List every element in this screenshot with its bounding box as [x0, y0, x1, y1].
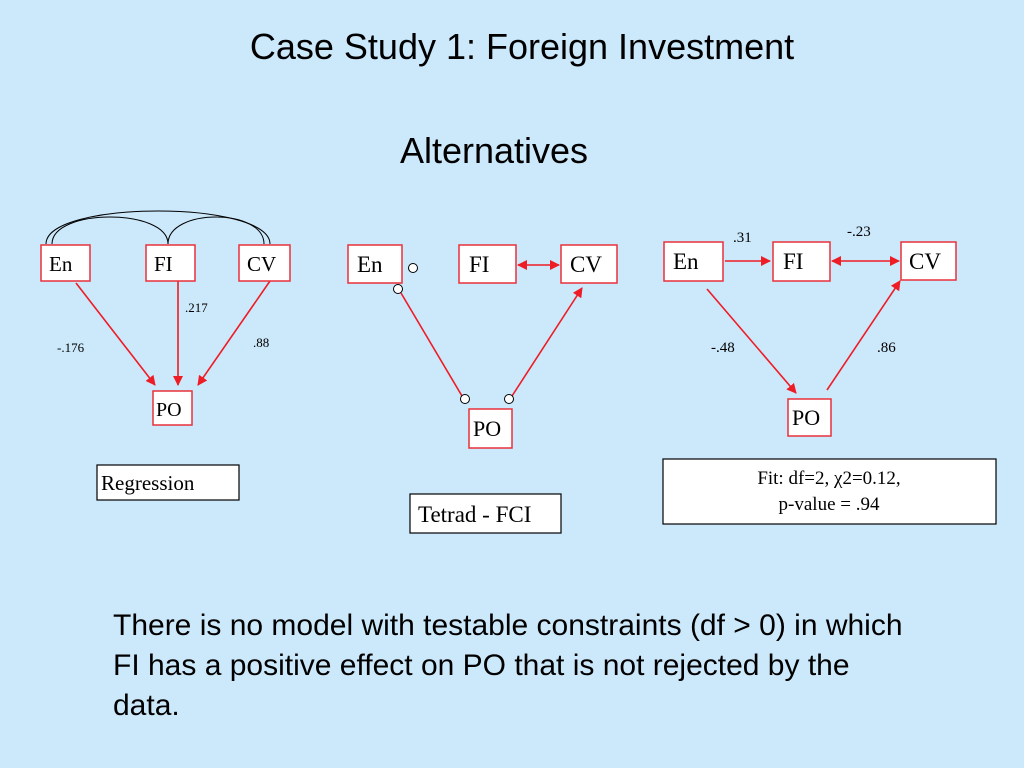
node-en: En — [663, 241, 724, 282]
node-fi: FI — [458, 244, 517, 284]
coef-fi-po: .217 — [185, 300, 208, 315]
node-cv: CV — [238, 244, 291, 282]
node-label: PO — [473, 416, 501, 441]
node-po: PO — [468, 408, 513, 449]
en-po-edge — [706, 288, 797, 394]
node-label: PO — [156, 399, 182, 421]
fit-statistics-line1: Fit: df=2, χ2=0.12, — [757, 468, 900, 489]
fit-statistics-line2: p-value = .94 — [779, 494, 880, 515]
node-fi: FI — [772, 241, 831, 282]
node-label: FI — [783, 249, 803, 274]
slide-subtitle: Alternatives — [399, 130, 589, 171]
po-endpoint-circle-left — [460, 394, 470, 404]
coef-po-cv: .86 — [877, 340, 896, 356]
node-label: En — [49, 252, 73, 276]
regression-caption-box: Regression — [96, 464, 240, 501]
node-cv: CV — [560, 244, 618, 284]
fi-cv-correlation-arc — [167, 216, 265, 245]
node-po: PO — [152, 390, 193, 426]
en-fi-correlation-arc — [51, 216, 169, 245]
conclusion-text: There is no model with testable constrai… — [113, 609, 903, 722]
coef-en-fi: .31 — [733, 230, 752, 246]
en-endpoint-circle — [393, 284, 403, 294]
caption-regression: Regression — [101, 471, 195, 495]
en-cv-correlation-arc — [45, 210, 271, 245]
node-label: CV — [247, 252, 276, 276]
node-label: FI — [469, 252, 489, 277]
node-label: CV — [570, 252, 602, 277]
coef-en-po: -.48 — [711, 340, 735, 356]
node-label: En — [673, 249, 699, 274]
node-en: En — [347, 244, 403, 284]
cv-po-edge — [197, 280, 271, 386]
po-endpoint-circle-right — [504, 394, 514, 404]
node-label: PO — [792, 405, 820, 430]
coef-cv-po: .88 — [253, 335, 269, 350]
node-label: FI — [154, 252, 173, 276]
po-cv-edge — [826, 280, 901, 391]
node-fi: FI — [145, 244, 196, 282]
node-en: En — [40, 244, 91, 282]
en-po-edge — [75, 282, 156, 386]
coef-fi-cv: -.23 — [847, 224, 871, 240]
node-cv: CV — [900, 241, 957, 281]
regression-model: En FI CV PO -.176 .217 .88 Regression — [40, 210, 291, 501]
fitted-model: En FI CV PO .31 -.23 -.48 .86 Fit: df=2,… — [662, 224, 997, 525]
node-label: En — [357, 252, 383, 277]
node-label: CV — [909, 249, 941, 274]
en-fi-circle-mark — [408, 263, 418, 273]
fci-caption-box: Tetrad - FCI — [409, 493, 562, 534]
fit-caption-box: Fit: df=2, χ2=0.12, p-value = .94 — [662, 458, 997, 525]
po-cv-edge — [511, 287, 583, 397]
fci-model: En FI CV PO Tetrad - FCI — [347, 244, 618, 534]
en-po-circle-edge — [400, 292, 463, 397]
caption-fci: Tetrad - FCI — [418, 502, 531, 527]
node-po: PO — [787, 398, 832, 437]
slide-title: Case Study 1: Foreign Investment — [249, 26, 795, 67]
coef-en-po: -.176 — [57, 340, 85, 355]
